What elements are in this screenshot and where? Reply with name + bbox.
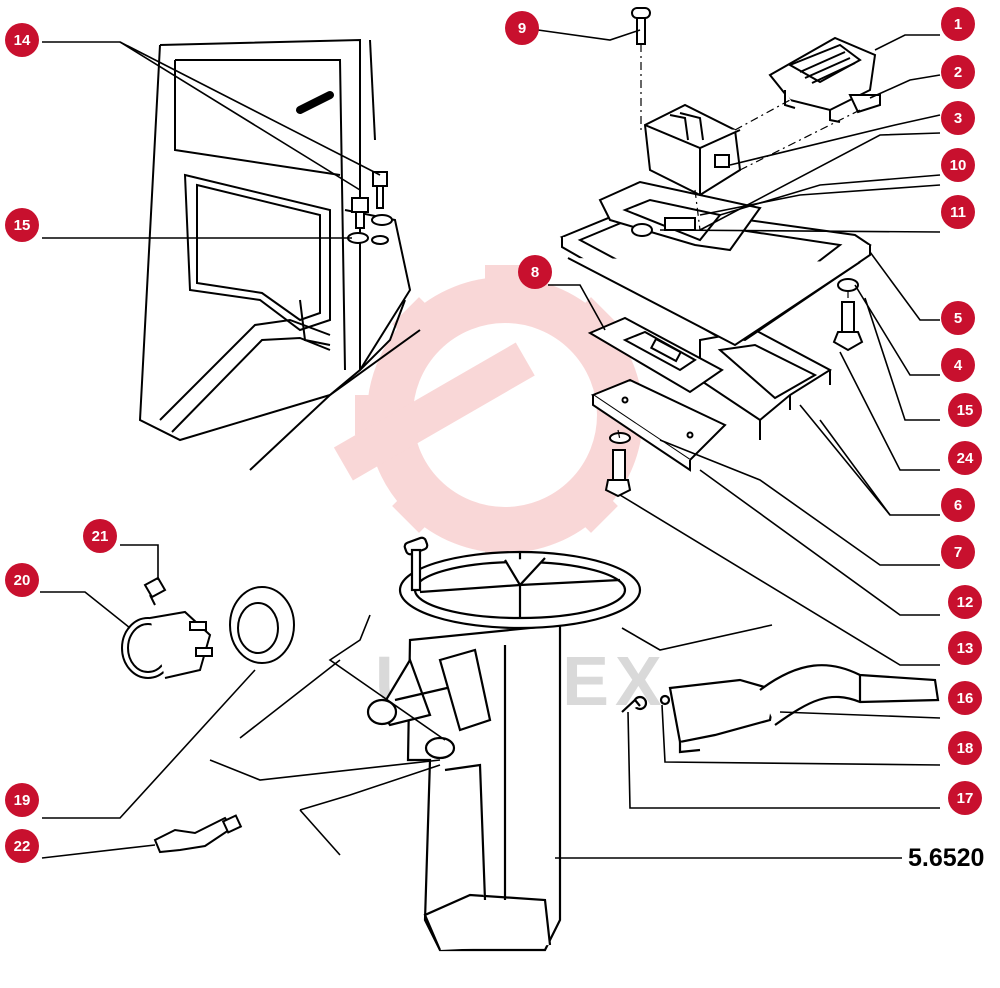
svg-text:18: 18 [957,740,974,757]
svg-text:10: 10 [950,157,967,174]
svg-text:9: 9 [518,20,526,37]
svg-text:20: 20 [14,572,31,589]
svg-text:24: 24 [957,450,974,467]
console-dash-lines [617,44,861,441]
callout-10: 10 [941,148,975,182]
svg-text:22: 22 [14,838,31,855]
svg-text:1: 1 [954,16,962,33]
callout-7: 7 [941,535,975,569]
callout-5: 5 [941,301,975,335]
svg-text:12: 12 [957,594,974,611]
callout-14: 14 [5,23,39,57]
callout-3: 3 [941,101,975,135]
svg-text:13: 13 [957,640,974,657]
svg-text:21: 21 [92,528,109,545]
callout-8: 8 [518,255,552,289]
steering-column-drawing [366,536,940,952]
svg-text:16: 16 [957,690,974,707]
callout-24: 24 [948,441,982,475]
drawing-reference-number: 5.6520 [908,844,984,872]
callout-6: 6 [941,488,975,522]
callout-16: 16 [948,681,982,715]
control-console-assembly [559,7,881,498]
svg-text:7: 7 [954,544,962,561]
callout-2: 2 [941,55,975,89]
callout-11: 11 [941,195,975,229]
callout-17: 17 [948,781,982,815]
callout-21: 21 [83,519,117,553]
callout-20: 20 [5,563,39,597]
svg-text:5: 5 [954,310,962,327]
callout-13: 13 [948,631,982,665]
svg-text:14: 14 [14,32,31,49]
small-electrical-parts [121,576,295,854]
callout-22: 22 [5,829,39,863]
callout-4: 4 [941,348,975,382]
callout-1: 1 [941,7,975,41]
svg-text:11: 11 [950,204,966,221]
callout-15-left: 15 [5,208,39,242]
door-bolts [347,171,393,245]
callout-15-right: 15 [948,393,982,427]
svg-text:17: 17 [957,790,974,807]
callout-19: 19 [5,783,39,817]
svg-text:19: 19 [14,792,31,809]
svg-text:15: 15 [14,217,31,234]
svg-text:15: 15 [957,402,974,419]
callout-12: 12 [948,585,982,619]
svg-text:4: 4 [954,357,963,374]
svg-text:8: 8 [531,264,539,281]
svg-text:2: 2 [954,64,962,81]
callout-badges: 1 2 3 10 11 5 4 15 24 6 7 12 13 16 18 17… [5,7,982,863]
callout-18: 18 [948,731,982,765]
svg-text:6: 6 [954,497,962,514]
callout-9: 9 [505,11,539,45]
svg-text:3: 3 [954,110,962,127]
leader-lines [40,29,941,859]
